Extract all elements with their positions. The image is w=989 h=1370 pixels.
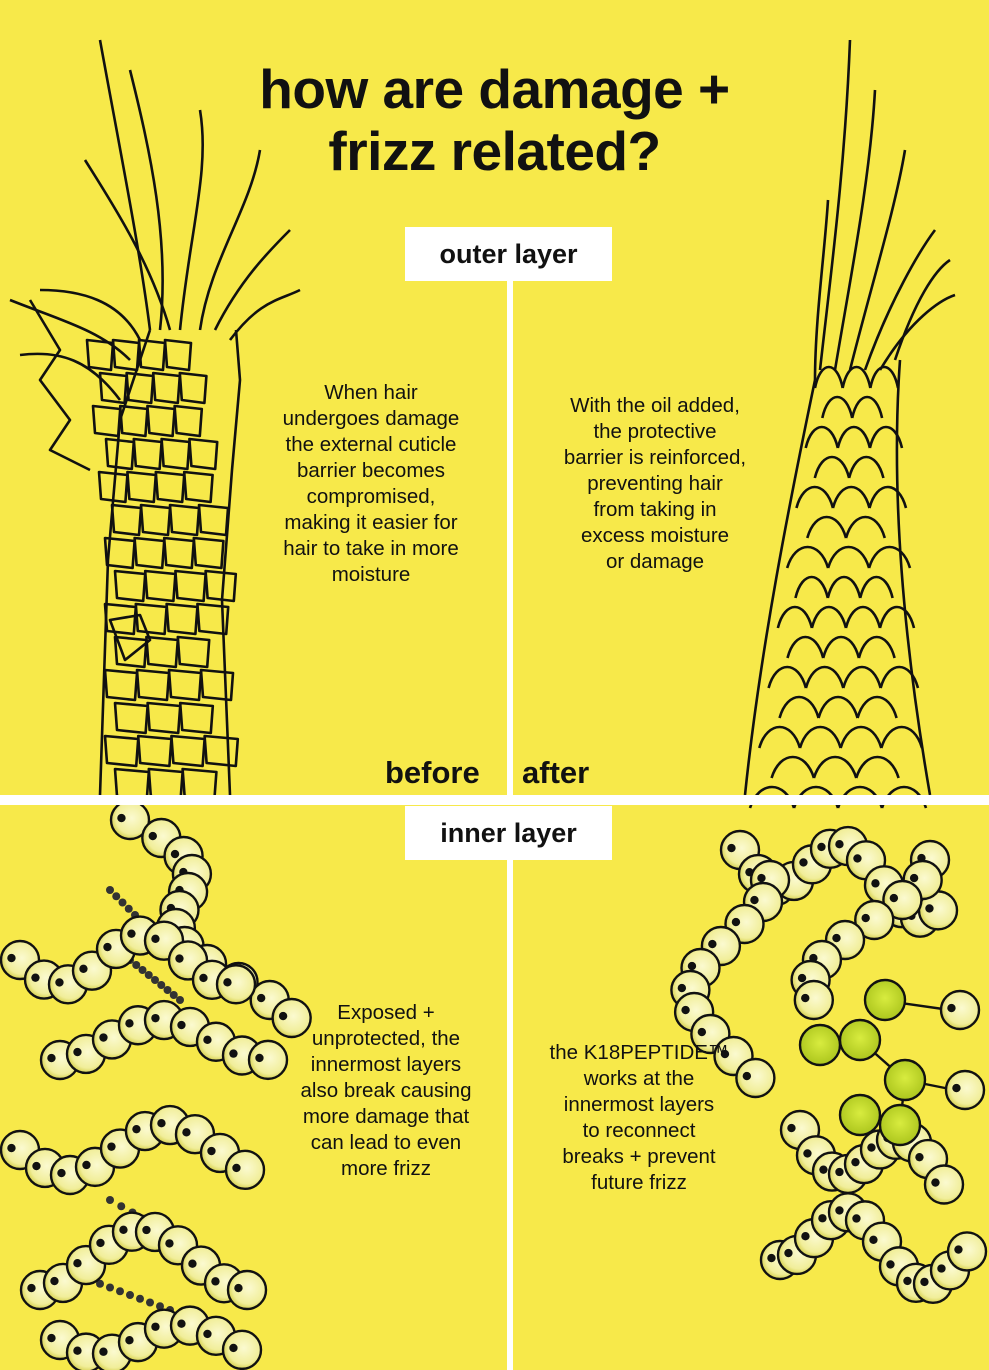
outer-before-description: When hair undergoes damage the external … (282, 381, 460, 586)
horizontal-divider (0, 795, 989, 805)
vertical-divider-bottom (507, 860, 513, 1370)
inner-before-description: Exposed + unprotected, the innermost lay… (300, 1001, 472, 1180)
healthy-hair-strand-illustration (743, 39, 956, 809)
broken-bond-chain-illustration (0, 799, 312, 1370)
reconnected-bond-chain-illustration (670, 825, 988, 1304)
title-line-2: frizz related? (328, 120, 661, 182)
before-label: before (385, 755, 480, 790)
damaged-hair-strand-illustration (9, 39, 301, 801)
after-label: after (522, 755, 590, 790)
outer-after-description: With the oil added, the protective barri… (563, 394, 747, 573)
page-title: how are damage + frizz related? (0, 58, 989, 182)
inner-after-description: the K18PEPTIDE™ works at the innermost l… (549, 1041, 729, 1194)
title-line-1: how are damage + (259, 58, 730, 120)
outer-layer-label: outer layer (405, 227, 612, 281)
vertical-divider-top (507, 281, 513, 795)
inner-layer-label: inner layer (405, 806, 612, 860)
